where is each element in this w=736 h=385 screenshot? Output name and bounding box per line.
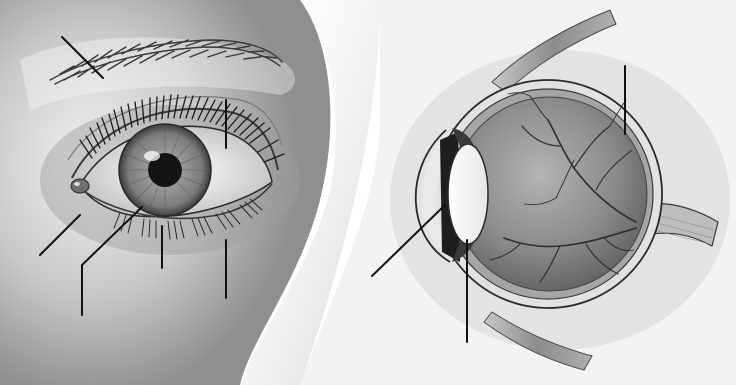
lens [448,144,488,244]
caruncle-highlight [74,182,80,186]
corneal-highlight [144,151,160,161]
caruncle [71,179,89,193]
